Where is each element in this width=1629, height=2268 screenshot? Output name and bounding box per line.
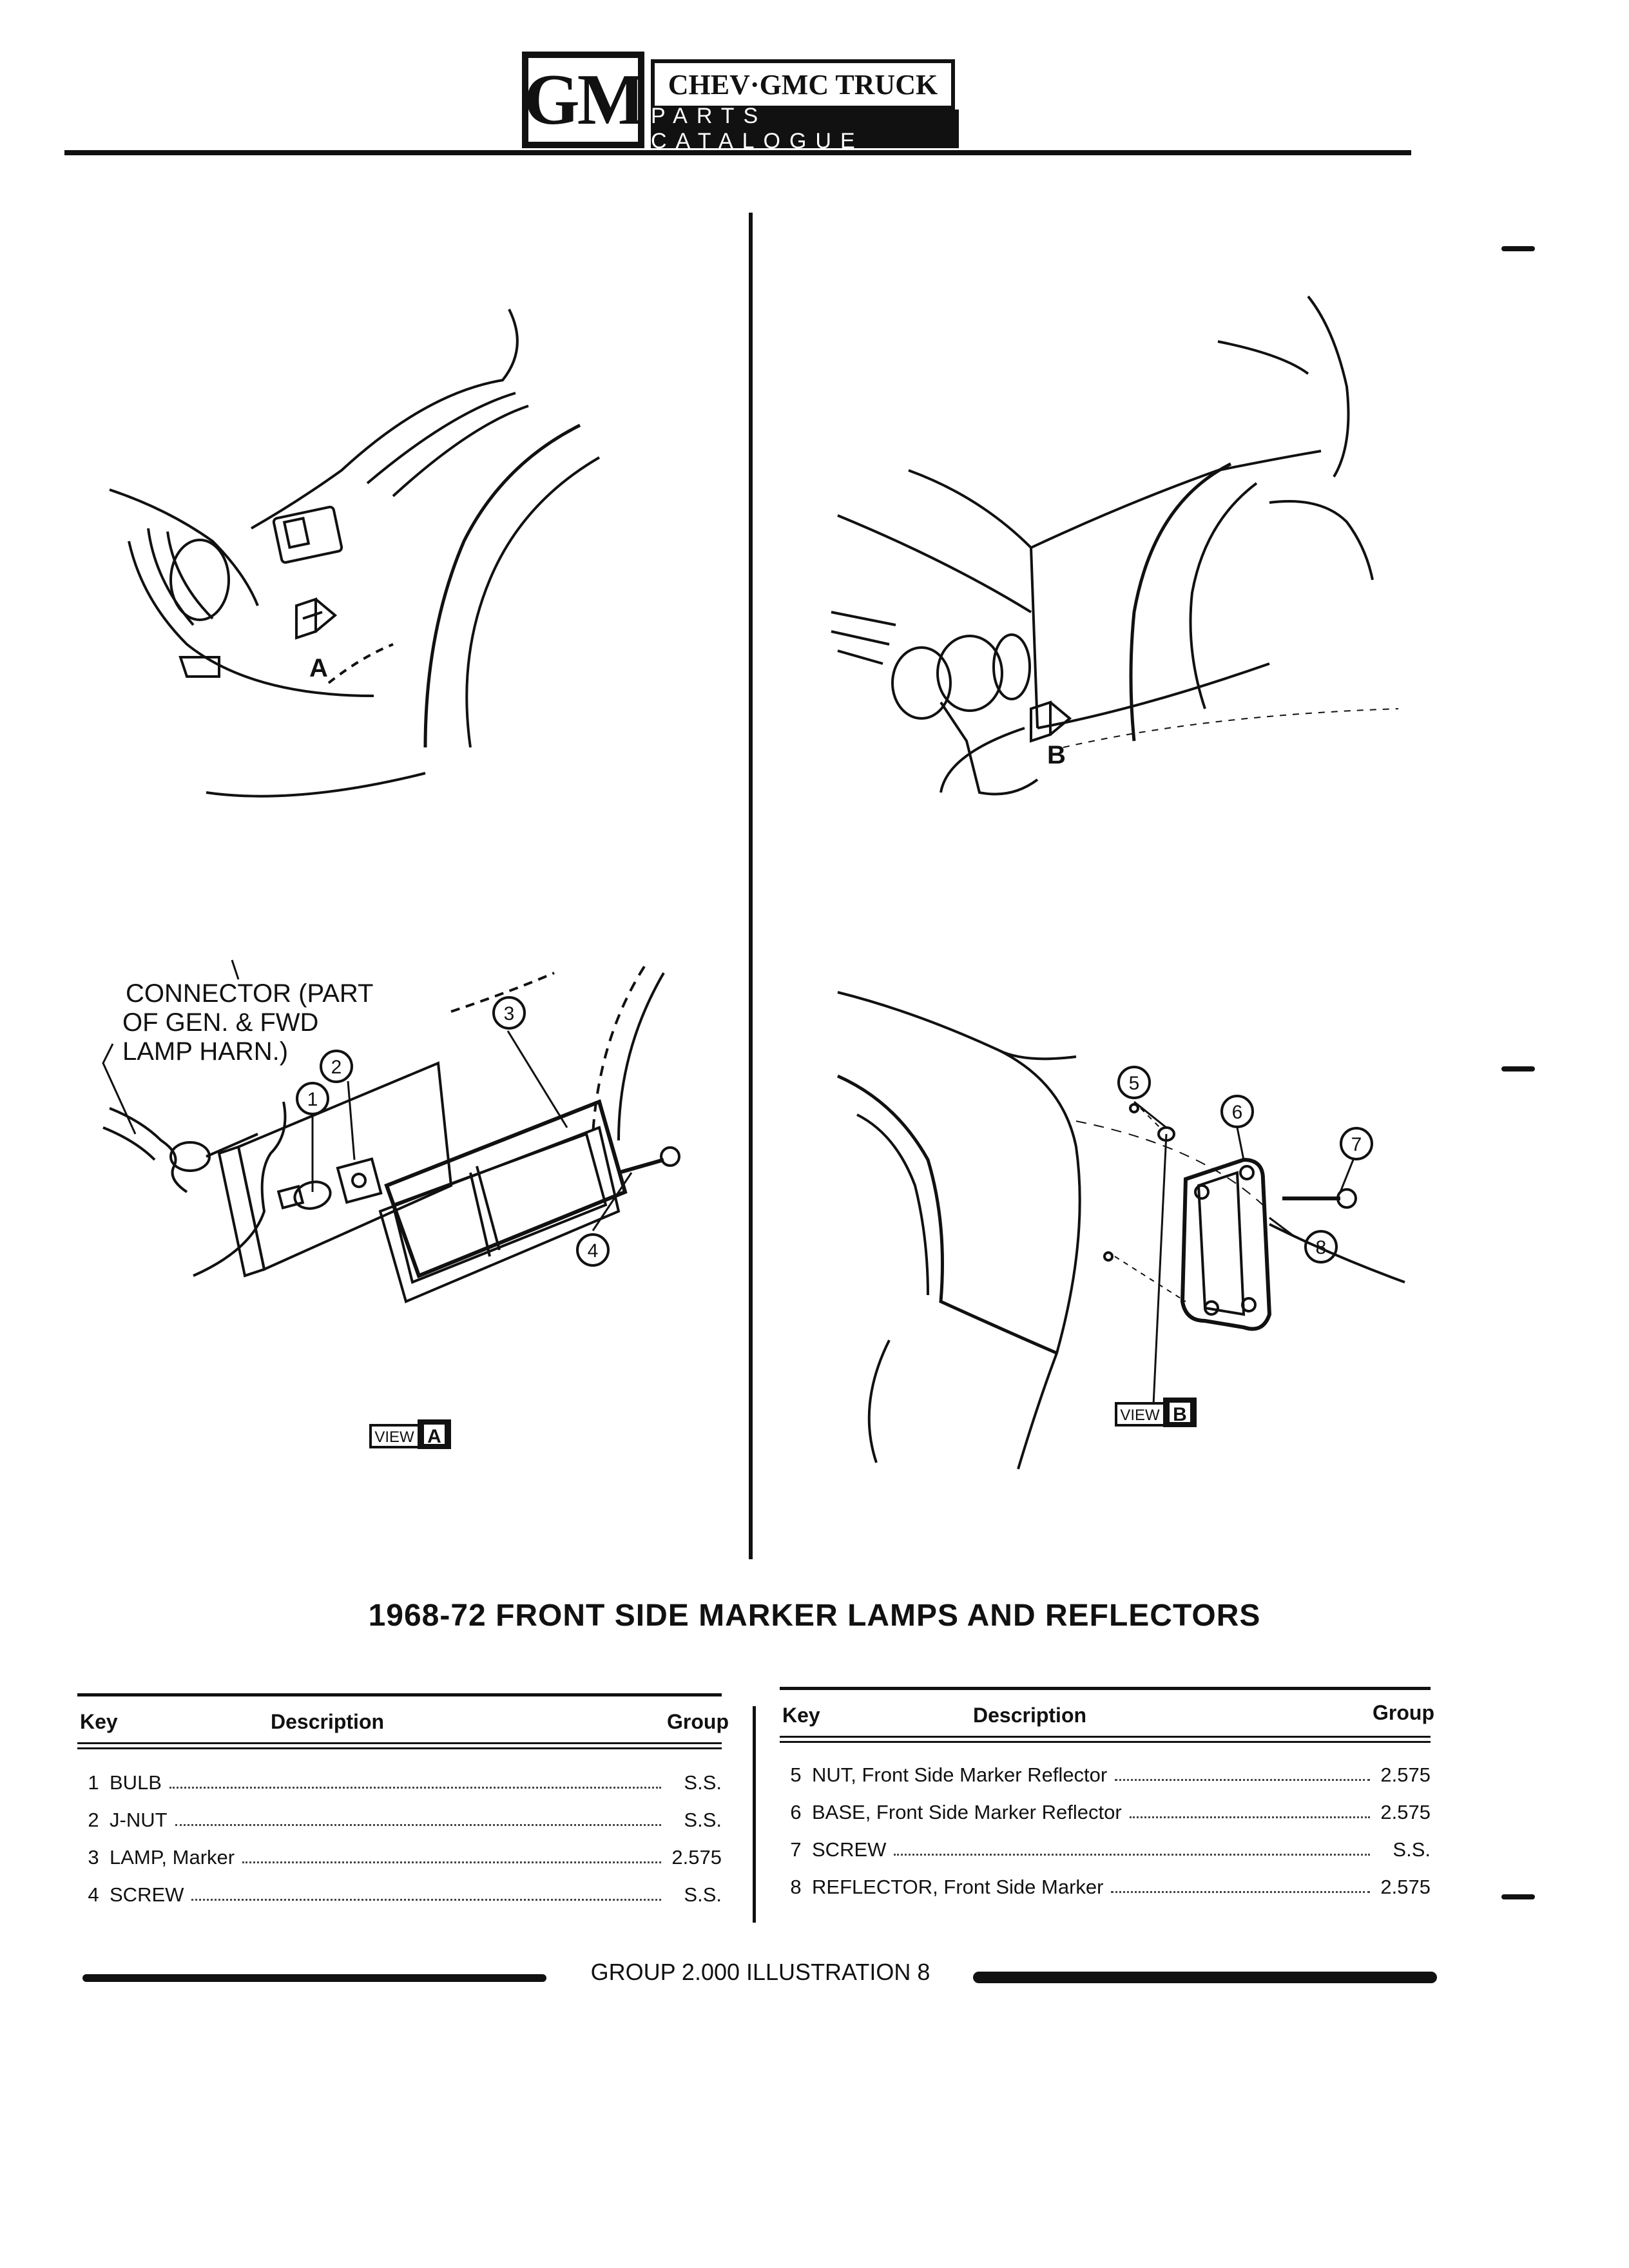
table-row: 4 SCREW S.S. [77,1878,722,1912]
view-a-marker-lamp-detail: 1 2 3 4 CONNECTOR (PART OF GEN. & FWD LA… [102,959,680,1449]
margin-mark [1501,246,1535,251]
table-row: 2 J-NUT S.S. [77,1803,722,1838]
leader-dots [1115,1770,1370,1781]
table-row: 3 LAMP, Marker 2.575 [77,1840,722,1875]
rear-fender-reflector-overview: B [831,295,1399,796]
table-divider [753,1706,756,1923]
callout-6: 6 [1232,1102,1243,1123]
table-rule [780,1687,1431,1690]
leader-dots [1111,1882,1370,1893]
front-fender-lamp-overview: A [109,309,601,798]
row-description: REFLECTOR, Front Side Marker [812,1876,1104,1898]
footer-reference: GROUP 2.000 ILLUSTRATION 8 [590,1959,930,1985]
row-key: 4 [88,1883,99,1906]
table-rule [77,1693,722,1696]
header-group: Group [1373,1701,1434,1724]
header-title: CHEV·GMC TRUCK [651,59,955,110]
callout-8: 8 [1316,1237,1327,1258]
view-b-tag-letter: B [1173,1404,1187,1425]
header-description: Description [271,1710,385,1733]
table-rule [780,1741,1431,1743]
row-key: 7 [790,1838,802,1861]
row-description: SCREW [812,1838,887,1861]
callout-5: 5 [1129,1073,1140,1094]
row-group: S.S. [684,1809,722,1831]
table-rule [77,1742,722,1744]
row-group: S.S. [684,1883,722,1906]
view-b-reflector-detail: 5 6 7 8 VIEW B [836,991,1405,1470]
row-group: S.S. [684,1771,722,1794]
header-description: Description [973,1704,1087,1727]
gm-logo-text: GM [524,58,645,142]
row-group: 2.575 [1380,1763,1431,1786]
row-description: BULB [110,1771,162,1794]
view-b-arrow-label: B [1047,741,1066,769]
table-row: 5 NUT, Front Side Marker Reflector 2.575 [780,1758,1431,1792]
connector-label-line2: OF GEN. & FWD [122,1008,318,1037]
footer-rule [82,1974,546,1982]
callout-2: 2 [331,1057,342,1078]
center-divider [749,213,753,1559]
gm-logo: GM [522,52,645,148]
view-a-arrow-label: A [309,654,328,682]
row-description: NUT, Front Side Marker Reflector [812,1763,1108,1786]
leader-dots [894,1845,1370,1856]
row-group: 2.575 [1380,1801,1431,1823]
row-group: 2.575 [1380,1876,1431,1898]
table-row: 6 BASE, Front Side Marker Reflector 2.57… [780,1795,1431,1830]
header-key: Key [782,1704,820,1727]
row-description: BASE, Front Side Marker Reflector [812,1801,1122,1823]
connector-label-line3: LAMP HARN.) [122,1037,288,1066]
row-description: J-NUT [110,1809,168,1831]
table-row: 8 REFLECTOR, Front Side Marker 2.575 [780,1870,1431,1905]
leader-dots [242,1852,661,1863]
leader-dots [191,1890,661,1901]
row-key: 5 [790,1763,802,1786]
row-key: 2 [88,1809,99,1831]
callout-4: 4 [588,1240,599,1262]
header-rule [64,150,1411,155]
leader-dots [175,1815,661,1826]
view-a-tag-label: VIEW [374,1428,414,1446]
callout-7: 7 [1351,1134,1362,1155]
callout-1: 1 [307,1089,318,1110]
view-a-tag-letter: A [427,1426,441,1447]
row-description: LAMP, Marker [110,1846,235,1869]
row-key: 1 [88,1771,99,1794]
margin-mark [1501,1894,1535,1899]
margin-mark [1501,1066,1535,1072]
leader-dots [1129,1807,1370,1818]
header-key: Key [80,1710,118,1733]
row-group: 2.575 [671,1846,722,1869]
table-rule [77,1747,722,1749]
view-b-tag-label: VIEW [1120,1407,1160,1424]
illustration-caption: 1968-72 FRONT SIDE MARKER LAMPS AND REFL… [368,1599,1261,1633]
leader-dots [169,1778,661,1789]
row-group: S.S. [1393,1838,1431,1861]
callout-3: 3 [504,1003,515,1024]
row-key: 6 [790,1801,802,1823]
table-rule [780,1736,1431,1738]
row-description: SCREW [110,1883,184,1906]
header-subtitle: PARTS CATALOGUE [651,104,959,153]
row-key: 8 [790,1876,802,1898]
table-row: 7 SCREW S.S. [780,1832,1431,1867]
catalogue-header: GM CHEV·GMC TRUCK PARTS CATALOGUE [522,52,960,153]
connector-label-line1: CONNECTOR (PART [126,979,373,1008]
row-key: 3 [88,1846,99,1869]
footer-rule [973,1972,1437,1983]
header-group: Group [667,1710,729,1733]
table-row: 1 BULB S.S. [77,1765,722,1800]
